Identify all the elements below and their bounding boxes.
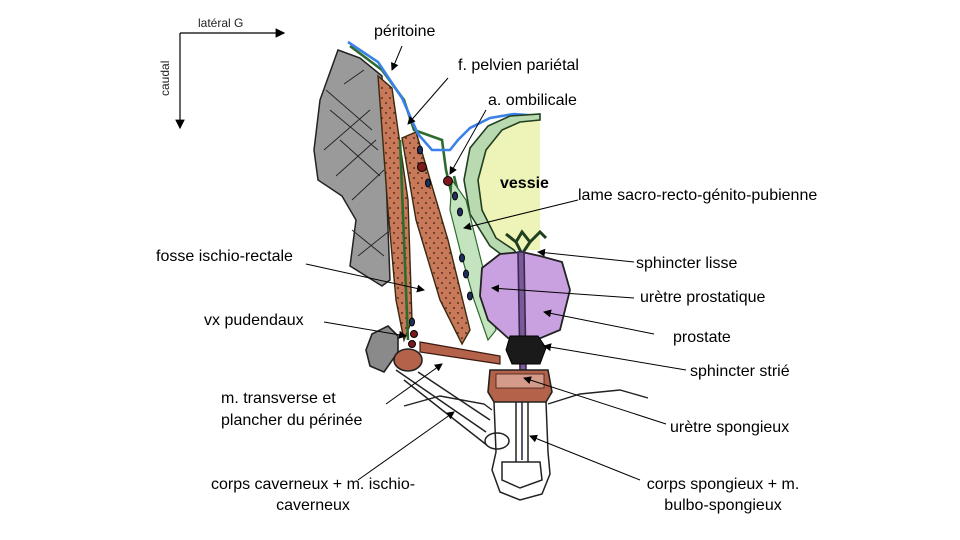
vessie-label: vessie <box>500 175 549 192</box>
a-ombilicale-label: a. ombilicale <box>488 92 577 109</box>
transverse-label-line1: m. transverse et <box>221 390 336 407</box>
transverse-label-line2: plancher du périnée <box>221 412 363 429</box>
lame-label: lame sacro-recto-génito-pubienne <box>578 187 818 204</box>
corps-spongieux-label-line2: bulbo-spongieux <box>664 497 782 514</box>
pudendal-bundle <box>365 325 399 373</box>
vx-pudendaux-label: vx pudendaux <box>204 312 304 329</box>
axis-lateral-label: latéral G <box>198 16 244 30</box>
spongiosum-shaft <box>491 401 551 501</box>
peritoine-label: péritoine <box>374 23 436 40</box>
skin-line <box>403 389 649 411</box>
sphincter-strie <box>505 335 547 365</box>
corps-spongieux-label-line1: corps spongieux + m. <box>646 476 800 493</box>
vessels <box>408 145 473 348</box>
sphincter-lisse-label: sphincter lisse <box>636 255 738 272</box>
orientation-axes <box>175 28 286 130</box>
leader-lines <box>305 45 687 481</box>
bulb-spongiosum <box>487 369 553 403</box>
axis-caudal-label: caudal <box>158 60 172 96</box>
uretre-spongieux-label: urètre spongieux <box>670 419 790 436</box>
sphincter-strie-label: sphincter strié <box>690 363 790 380</box>
uretre-prostatique-label: urètre prostatique <box>640 289 766 306</box>
fascia-pelvien-label: f. pelvien pariétal <box>458 57 579 74</box>
prostate-label: prostate <box>673 329 731 346</box>
corps-caverneux-label-line2: caverneux <box>276 497 350 514</box>
ischium-bone <box>313 49 391 287</box>
bladder <box>463 113 541 259</box>
transverse-muscle <box>393 348 423 372</box>
peritoneum-line <box>347 40 541 152</box>
fascia-line <box>349 44 491 358</box>
corps-caverneux-label-line1: corps caverneux + m. ischio- <box>210 476 416 493</box>
perineal-membrane <box>419 341 501 365</box>
corpus-cavernosum <box>395 369 510 450</box>
fosse-label: fosse ischio-rectale <box>156 248 293 265</box>
